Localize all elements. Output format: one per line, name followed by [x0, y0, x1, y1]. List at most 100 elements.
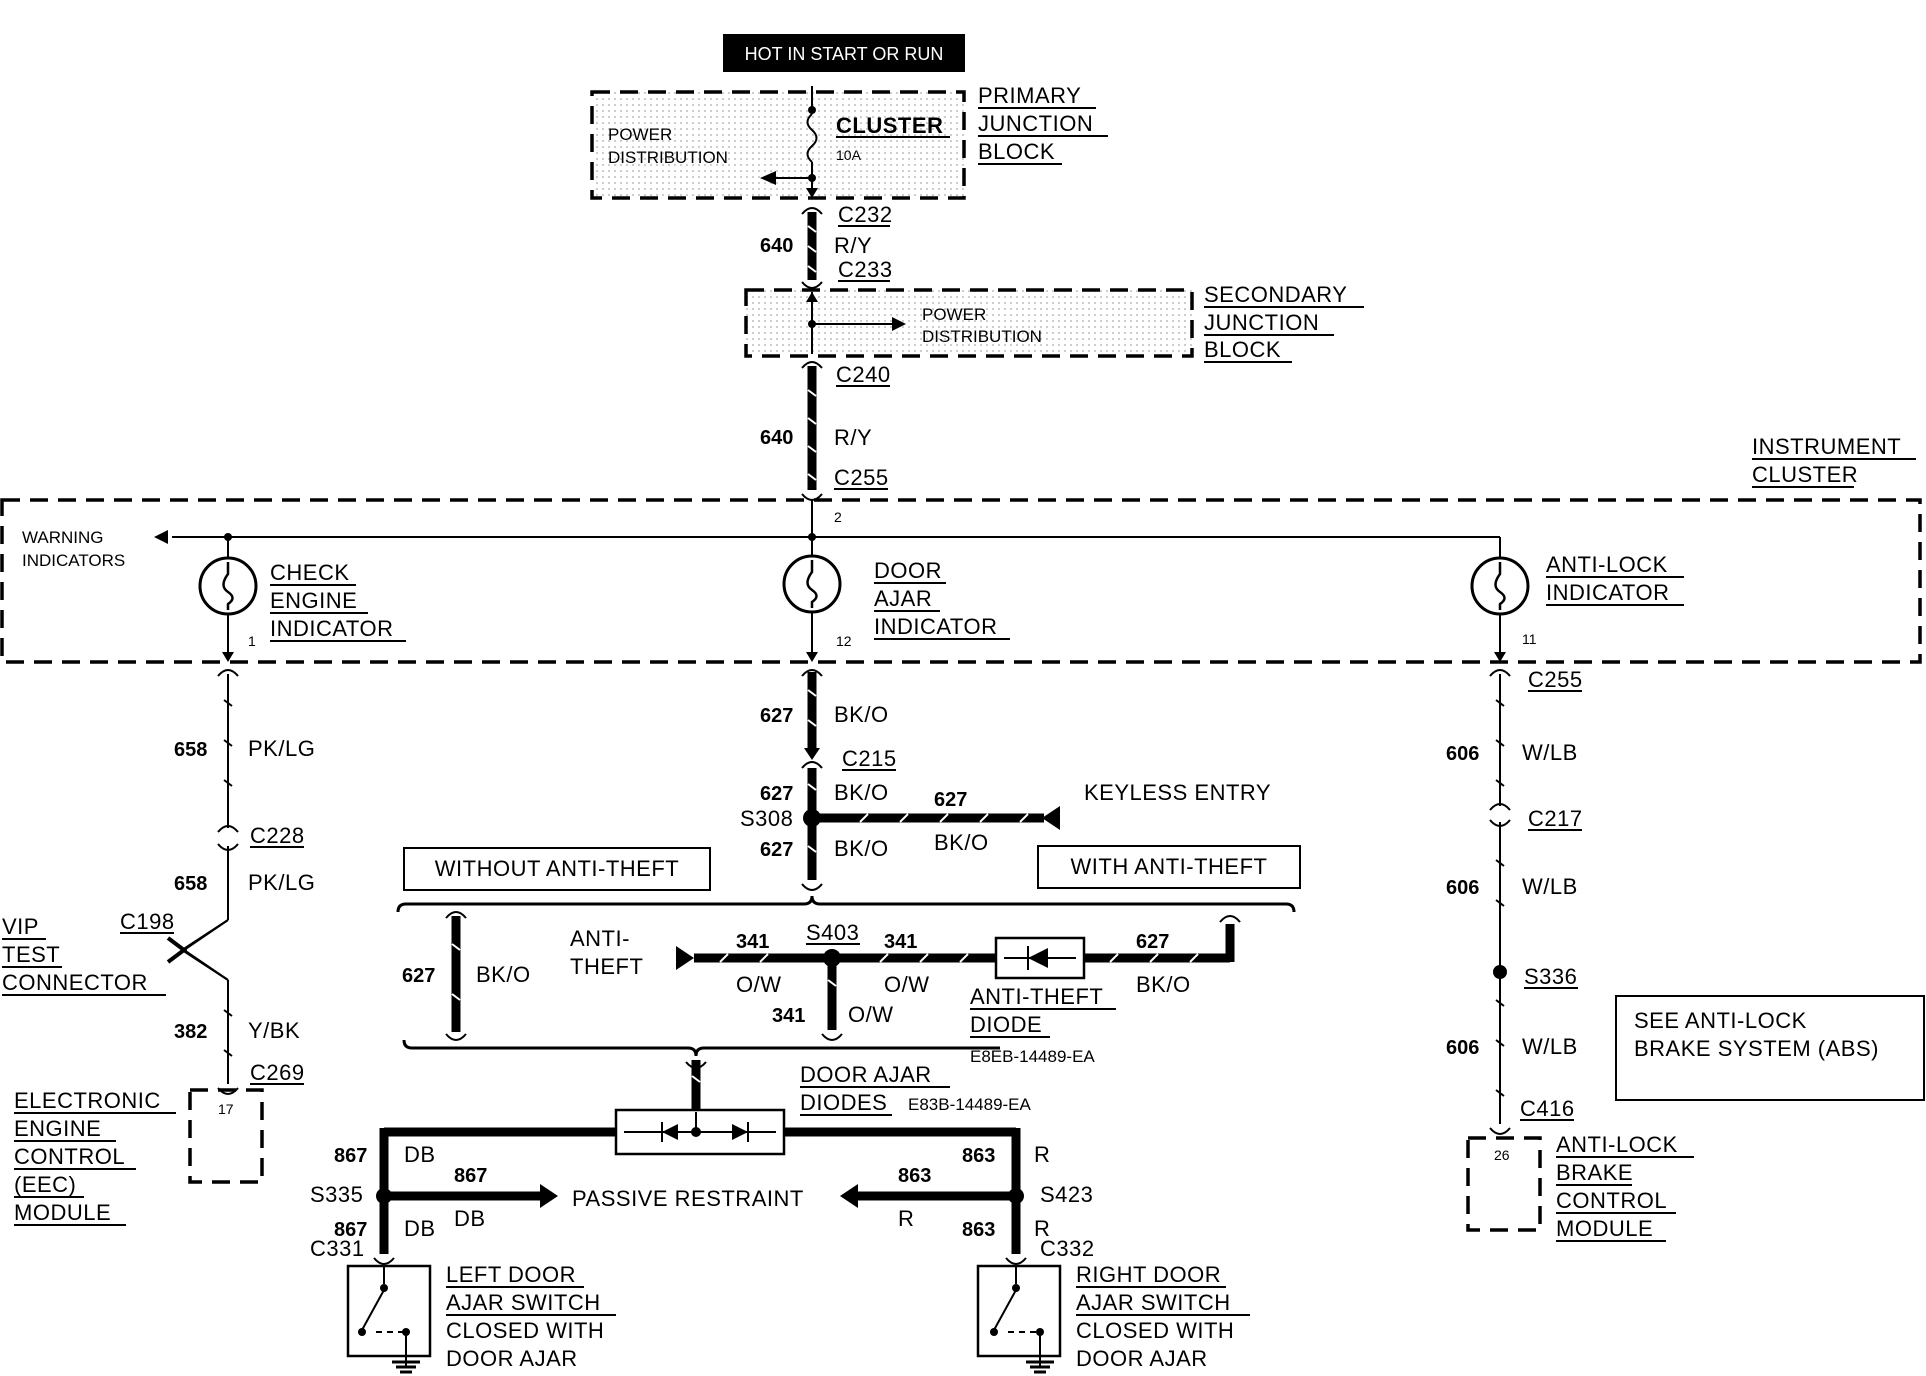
- abs-label-1: ANTI-LOCK: [1546, 552, 1668, 577]
- r-2: R: [898, 1206, 914, 1231]
- antitheft-diode-icon: [994, 936, 1086, 980]
- antitheft-label-1: ANTI-: [570, 926, 630, 951]
- vip-label-2: TEST: [2, 942, 60, 967]
- eec-pin-17: 17: [218, 1101, 234, 1117]
- pjb-title-1: PRIMARY: [978, 83, 1081, 108]
- abs-module-label-1: ANTI-LOCK: [1556, 1132, 1678, 1157]
- c198-label: C198: [120, 909, 175, 934]
- pklg-lower: PK/LG: [248, 870, 315, 895]
- w627-without-num: 627: [402, 965, 435, 987]
- door-ajar-diodes-part: E83B-14489-EA: [908, 1095, 1032, 1114]
- without-antitheft-label: WITHOUT ANTI-THEFT: [435, 856, 679, 881]
- door-ajar-diodes-icon: [614, 1108, 786, 1156]
- option-brace-top: [396, 895, 1296, 913]
- w867-1-num: 867: [334, 1145, 367, 1167]
- c332-label: C332: [1040, 1236, 1095, 1261]
- abs-module-label-2: BRAKE: [1556, 1160, 1633, 1185]
- secondary-junction-block: POWER DISTRIBUTION SECONDARY JUNCTION BL…: [744, 282, 1364, 363]
- w627-3-num: 627: [760, 839, 793, 861]
- pd-label-1: POWER: [608, 125, 672, 144]
- left-door-switch-icon: [346, 1264, 432, 1374]
- c331-label: C331: [310, 1236, 365, 1261]
- wire-to-door-ajar-diodes: [685, 1060, 707, 1112]
- right-switch-label-1: RIGHT DOOR: [1076, 1262, 1221, 1287]
- s335-label: S335: [310, 1182, 363, 1207]
- check-label-2: ENGINE: [270, 588, 357, 613]
- sjb-title-2: JUNCTION: [1204, 310, 1319, 335]
- bko-3: BK/O: [834, 836, 889, 861]
- door-ajar-diodes-label-2: DIODES: [800, 1090, 887, 1115]
- abs-module-label-3: CONTROL: [1556, 1188, 1667, 1213]
- c228-label: C228: [250, 823, 305, 848]
- primary-junction-block: POWER DISTRIBUTION CLUSTER 10A PRIMARY J…: [590, 83, 1108, 200]
- ry-lower: R/Y: [834, 425, 872, 450]
- db-3: DB: [404, 1216, 436, 1241]
- door-label-3: INDICATOR: [874, 614, 997, 639]
- c215-label: C215: [842, 746, 897, 771]
- c416-label: C416: [1520, 1096, 1575, 1121]
- vip-label-3: CONNECTOR: [2, 970, 148, 995]
- check-label-1: CHECK: [270, 560, 350, 585]
- keyless-entry-label: KEYLESS ENTRY: [1084, 780, 1271, 805]
- w341-right-num: 341: [884, 931, 917, 953]
- wire-640-lower: [801, 361, 823, 501]
- w867-2-num: 867: [454, 1165, 487, 1187]
- door-label-2: AJAR: [874, 586, 932, 611]
- r-1: R: [1034, 1142, 1050, 1167]
- w606-2-num: 606: [1446, 877, 1479, 899]
- door-ajar-bulb-icon: [782, 554, 842, 662]
- w627-keyless-num: 627: [934, 789, 967, 811]
- check-engine-bulb-icon: [198, 556, 258, 662]
- left-switch-label-4: DOOR AJAR: [446, 1346, 578, 1371]
- w658-upper-num: 658: [174, 739, 207, 761]
- wire-627-with-antitheft: [1084, 915, 1241, 963]
- antitheft-label-2: THEFT: [570, 954, 643, 979]
- with-antitheft-label: WITH ANTI-THEFT: [1071, 854, 1268, 879]
- left-switch-label-3: CLOSED WITH: [446, 1318, 604, 1343]
- see-abs-note: SEE ANTI-LOCK BRAKE SYSTEM (ABS): [1615, 995, 1925, 1101]
- pin-12: 12: [836, 633, 852, 649]
- eec-module: 17 ELECTRONIC ENGINE CONTROL (EEC) MODUL…: [14, 1088, 264, 1226]
- s423-label: S423: [1040, 1182, 1093, 1207]
- ybk-label: Y/BK: [248, 1018, 300, 1043]
- w863-1-num: 863: [962, 1145, 995, 1167]
- c217-label: C217: [1528, 806, 1583, 831]
- left-switch-label-1: LEFT DOOR: [446, 1262, 576, 1287]
- pin-11: 11: [1522, 631, 1537, 647]
- w341-down-num: 341: [772, 1005, 805, 1027]
- wire-627-without-antitheft: [445, 911, 467, 1041]
- abs-label-2: INDICATOR: [1546, 580, 1669, 605]
- pin-2: 2: [834, 509, 842, 525]
- db-1: DB: [404, 1142, 436, 1167]
- abs-pin-26: 26: [1494, 1147, 1510, 1163]
- see-abs-label-2: BRAKE SYSTEM (ABS): [1634, 1036, 1879, 1061]
- c233-label: C233: [838, 257, 893, 282]
- eec-label-4: (EEC): [14, 1172, 76, 1197]
- antitheft-diode-part: E8EB-14489-EA: [970, 1047, 1095, 1066]
- abs-module-label-4: MODULE: [1556, 1216, 1653, 1241]
- ow-left: O/W: [736, 972, 782, 997]
- pjb-title-3: BLOCK: [978, 139, 1055, 164]
- w341-left-num: 341: [736, 931, 769, 953]
- right-switch-label-4: DOOR AJAR: [1076, 1346, 1208, 1371]
- warning-label-1: WARNING: [22, 528, 104, 547]
- s308-label: S308: [740, 806, 793, 831]
- c232-label: C232: [838, 202, 893, 227]
- pklg-upper: PK/LG: [248, 736, 315, 761]
- passive-restraint-label: PASSIVE RESTRAINT: [572, 1186, 804, 1211]
- vip-label-1: VIP: [2, 914, 39, 939]
- antitheft-diode-label-1: ANTI-THEFT: [970, 984, 1103, 1009]
- left-switch-label-2: AJAR SWITCH: [446, 1290, 601, 1315]
- w606-1-num: 606: [1446, 743, 1479, 765]
- r-3: R: [1034, 1216, 1050, 1241]
- cluster-title-2: CLUSTER: [1752, 462, 1858, 487]
- pin-1: 1: [248, 633, 256, 649]
- right-door-switch-icon: [976, 1264, 1062, 1374]
- w606-3-num: 606: [1446, 1037, 1479, 1059]
- w382-num: 382: [174, 1021, 207, 1043]
- w658-lower-num: 658: [174, 873, 207, 895]
- see-abs-label-1: SEE ANTI-LOCK: [1634, 1008, 1807, 1033]
- vip-connector-icon: [166, 919, 229, 981]
- spd-label-1: POWER: [922, 305, 986, 324]
- w863-2-num: 863: [898, 1165, 931, 1187]
